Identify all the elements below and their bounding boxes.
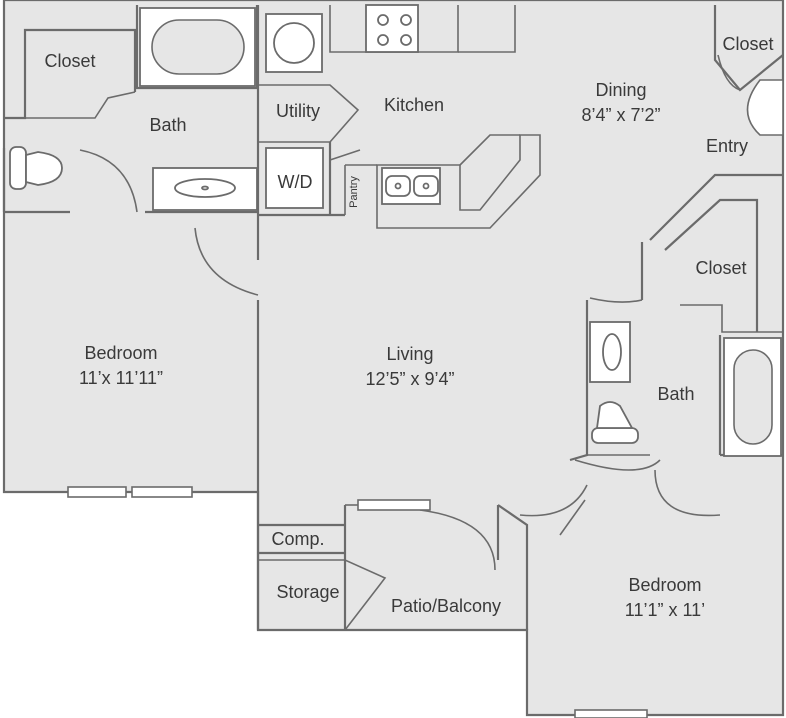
dining-label: Dining <box>595 80 646 100</box>
comp-label: Comp. <box>271 529 324 549</box>
entry-label: Entry <box>706 136 748 156</box>
wd-label: W/D <box>278 172 313 192</box>
bedroom-label: Bedroom <box>84 343 157 363</box>
bedroom-dimensions: 11’x 11’11” <box>79 368 163 388</box>
bathtub-basin <box>151 19 245 75</box>
door-swings <box>79 54 741 571</box>
living-label: Living <box>386 344 433 364</box>
wd-box <box>265 147 324 209</box>
closet-label: Closet <box>722 34 773 54</box>
bath-label: Bath <box>149 115 186 135</box>
toilet-icon <box>591 401 639 444</box>
stove-icon <box>365 4 419 53</box>
closet-label: Closet <box>695 258 746 278</box>
window <box>574 709 648 718</box>
living-dimensions: 12’5” x 9’4” <box>365 369 454 389</box>
dining-dimensions: 8’4” x 7’2” <box>581 105 660 125</box>
utility-label: Utility <box>276 101 320 121</box>
window <box>357 499 431 511</box>
bath-label: Bath <box>657 384 694 404</box>
bedroom-label: Bedroom <box>628 575 701 595</box>
bedroom-dimensions: 11’1” x 11’ <box>625 600 705 620</box>
entry-door <box>746 79 784 136</box>
interior-walls <box>2 5 784 631</box>
patio-label: Patio/Balcony <box>391 596 501 616</box>
pantry-label: Pantry <box>348 176 360 208</box>
window <box>131 486 193 498</box>
bathtub-basin <box>733 349 773 445</box>
kitchen-label: Kitchen <box>384 95 444 115</box>
closet-label: Closet <box>44 51 95 71</box>
storage-label: Storage <box>276 582 339 602</box>
window <box>67 486 127 498</box>
sink-icon <box>602 333 622 371</box>
kitchen-sink-icon <box>381 167 441 205</box>
toilet-icon <box>9 146 63 190</box>
